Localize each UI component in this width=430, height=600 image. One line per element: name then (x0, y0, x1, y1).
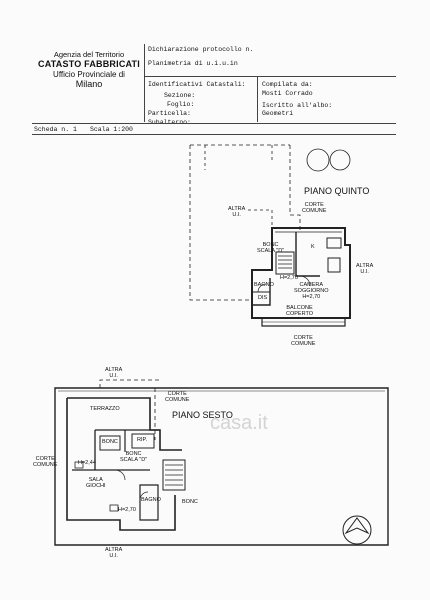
ident-label: Identificativi Catastali: (148, 81, 246, 88)
label-dis: DIS (258, 295, 268, 301)
label-altra-ui-top: ALTRA U.I. (105, 367, 123, 379)
label-bonc-scala-bottom: BONC SCALA "D" (120, 451, 148, 463)
office-city: Milano (75, 79, 103, 90)
particella-label: Particella: (148, 110, 191, 117)
sezione-label: Sezione: (164, 92, 196, 99)
header-bottom-rule (32, 123, 396, 124)
label-altra-ui-bottom: ALTRA U.I. (105, 547, 123, 559)
office-label: Ufficio Provinciale di (53, 69, 125, 79)
compiled-name: Mosti Corrado (262, 90, 313, 97)
catasto-title: CATASTO FABBRICATI (38, 59, 140, 69)
label-bonc-right: BONC (182, 499, 198, 505)
label-corte-comune-upper: CORTE COMUNE (165, 391, 190, 403)
header-divider-2 (257, 76, 258, 122)
label-altra-ui-right: ALTRA U.I. (356, 263, 374, 275)
agency-name: Agenzia del Territorio (53, 50, 125, 59)
label-balcone-coperto: BALCONE COPERTO (286, 305, 313, 317)
label-sala-giochi: SALA GIOCHI (86, 477, 106, 489)
label-corte-comune-bottom: CORTE COMUNE (291, 335, 316, 347)
scale-rule (32, 134, 396, 135)
label-camera-soggiorno: CAMERA SOGGIORNO H=2,70 (294, 282, 329, 300)
foglio-label: Foglio: (167, 101, 195, 108)
floor-title-top: PIANO QUINTO (304, 186, 370, 196)
label-terrazzo: TERRAZZO (90, 406, 120, 412)
label-bonc-scala-top: BONC SCALA "D" (257, 242, 285, 254)
label-altra-ui-left: ALTRA U.I. (228, 206, 246, 218)
floor-title-bottom: PIANO SESTO (172, 410, 233, 420)
label-rip: RIP. (137, 437, 147, 443)
plan-label: Planimetria di u.i.u.in (148, 60, 238, 67)
scheda-label: Scheda n. 1 (34, 126, 77, 133)
label-bagno-bottom: BAGNO (141, 497, 161, 503)
label-corte-comune-left: CORTE COMUNE (33, 456, 58, 468)
label-h-244: H=2,44 (78, 460, 96, 466)
label-k: K (311, 244, 315, 250)
label-h-270-top: H=2,70 (280, 275, 298, 281)
albo-value: Geometri (262, 110, 294, 117)
label-h-270-bottom: H=2,70 (118, 507, 136, 513)
protocol-label: Dichiarazione protocollo n. (148, 46, 254, 53)
label-bonc: BONC (102, 439, 118, 445)
agency-block: Agenzia del Territorio CATASTO FABBRICAT… (32, 50, 146, 90)
label-corte-comune-top: CORTE COMUNE (302, 202, 327, 214)
subalterno-label: Subalterno: (148, 119, 191, 126)
albo-label: Iscritto all'albo: (262, 102, 333, 109)
watermark: casa.it (210, 412, 268, 434)
compiled-label: Compilata da: (262, 81, 313, 88)
header-divider (144, 44, 145, 122)
header-rule (144, 76, 396, 77)
document-header: Agenzia del Territorio CATASTO FABBRICAT… (32, 40, 396, 130)
label-bagno-top: BAGNO (254, 282, 274, 288)
scala-label: Scala 1:200 (90, 126, 133, 133)
